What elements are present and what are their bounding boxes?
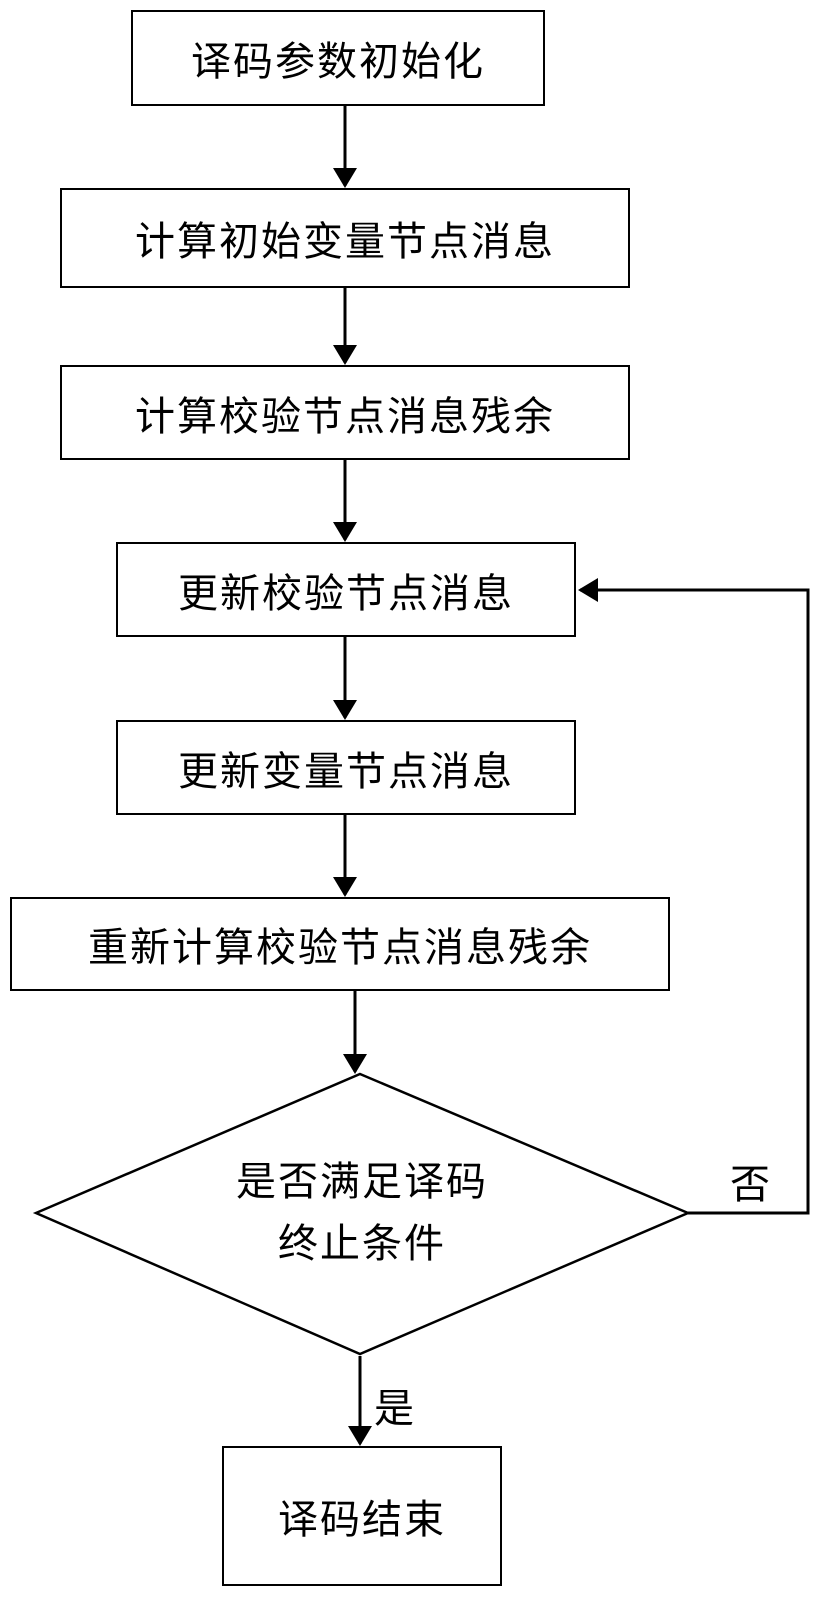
decision-diamond [32, 1072, 692, 1356]
step-compute-check-node-message-residual: 计算校验节点消息残余 [60, 365, 630, 460]
step-label: 计算校验节点消息残余 [135, 393, 555, 440]
step-label: 更新校验节点消息 [178, 570, 514, 617]
step-update-check-node-message: 更新校验节点消息 [116, 542, 576, 637]
loop-back-connector [578, 578, 810, 1215]
step-decoding-param-init: 译码参数初始化 [131, 10, 545, 106]
decision-text: 是否满足译码 终止条件 [36, 1145, 688, 1280]
step-compute-initial-variable-node-message: 计算初始变量节点消息 [60, 188, 630, 288]
step-label: 更新变量节点消息 [178, 748, 514, 795]
step-decoding-end: 译码结束 [222, 1446, 502, 1586]
step-label: 译码参数初始化 [191, 39, 485, 85]
decision-line-2: 终止条件 [278, 1220, 446, 1267]
step-label: 计算初始变量节点消息 [135, 219, 555, 265]
step-label: 重新计算校验节点消息残余 [88, 925, 592, 971]
branch-no-label: 否 [730, 1162, 770, 1208]
step-label: 译码结束 [278, 1497, 446, 1543]
branch-yes-label: 是 [374, 1386, 414, 1432]
decision-line-1: 是否满足译码 [236, 1158, 488, 1205]
step-update-variable-node-message: 更新变量节点消息 [116, 720, 576, 815]
step-recompute-check-node-message-residual: 重新计算校验节点消息残余 [10, 897, 670, 991]
